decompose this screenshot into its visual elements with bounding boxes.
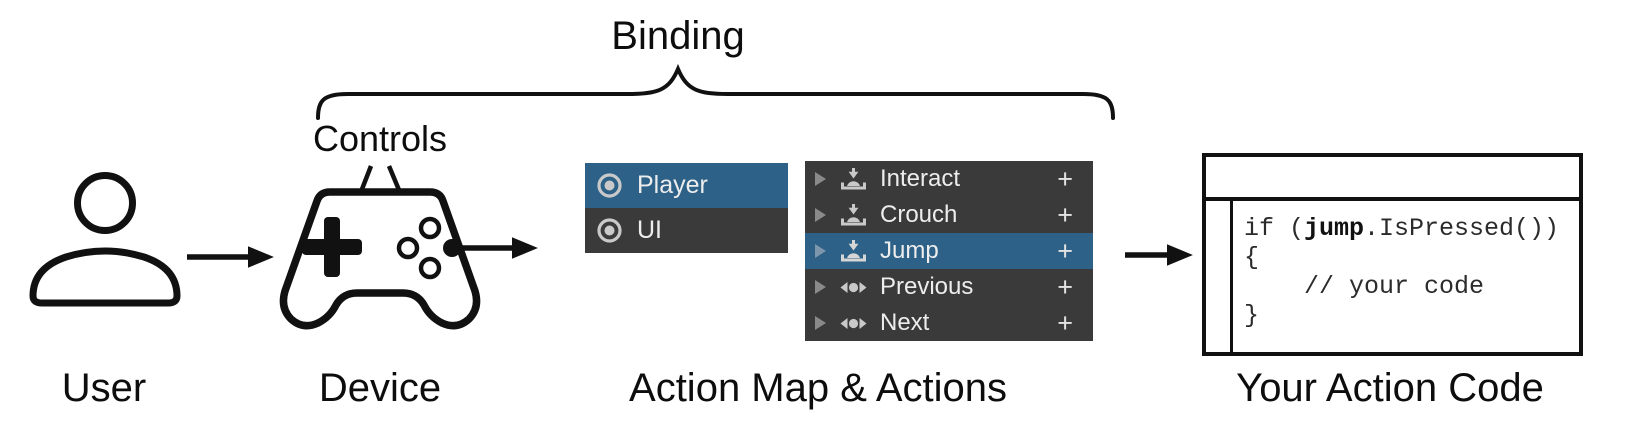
binding-label: Binding bbox=[611, 14, 745, 58]
code-gutter bbox=[1206, 201, 1233, 352]
action-label: Interact bbox=[880, 165, 961, 192]
action-map-icon bbox=[597, 218, 622, 243]
add-binding-button[interactable]: + bbox=[1057, 199, 1073, 230]
action-row-interact[interactable]: Interact + bbox=[805, 161, 1093, 197]
code-keyword-jump: jump bbox=[1304, 214, 1365, 243]
code-text: } bbox=[1244, 301, 1260, 330]
button-action-icon bbox=[841, 239, 866, 261]
dpad-icon bbox=[302, 217, 362, 277]
gamepad-device-icon bbox=[279, 188, 481, 330]
actions-panel: Interact + Crouch + Jump + bbox=[805, 161, 1093, 341]
action-label: Jump bbox=[880, 237, 939, 264]
foldout-triangle-icon bbox=[815, 244, 826, 258]
foldout-triangle-icon bbox=[815, 316, 826, 330]
action-map-label: Player bbox=[637, 171, 708, 199]
action-row-next[interactable]: Next + bbox=[805, 305, 1093, 341]
action-code-stage-label: Your Action Code bbox=[1236, 366, 1544, 410]
code-snippet: if (jump.IsPressed()) { // your code } bbox=[1233, 201, 1559, 352]
action-row-crouch[interactable]: Crouch + bbox=[805, 197, 1093, 233]
add-binding-button[interactable]: + bbox=[1057, 235, 1073, 266]
axis-action-icon bbox=[840, 317, 867, 329]
code-text: if ( bbox=[1244, 214, 1305, 243]
action-map-label: UI bbox=[637, 216, 662, 244]
action-label: Crouch bbox=[880, 201, 958, 228]
controls-label: Controls bbox=[312, 118, 448, 159]
action-label: Next bbox=[880, 309, 930, 336]
action-map-icon bbox=[597, 173, 622, 198]
add-binding-button[interactable]: + bbox=[1057, 163, 1073, 194]
action-map-stage-label: Action Map & Actions bbox=[629, 366, 1007, 410]
action-row-jump[interactable]: Jump + bbox=[805, 233, 1093, 269]
face-buttons-icon bbox=[396, 216, 461, 280]
foldout-triangle-icon bbox=[815, 208, 826, 222]
button-action-icon bbox=[841, 167, 866, 189]
add-binding-button[interactable]: + bbox=[1057, 271, 1073, 302]
device-stage-label: Device bbox=[318, 366, 442, 410]
code-window-titlebar bbox=[1206, 157, 1579, 201]
binding-brace-icon bbox=[316, 63, 1115, 120]
user-person-icon bbox=[29, 172, 181, 307]
button-action-icon bbox=[841, 203, 866, 225]
action-row-previous[interactable]: Previous + bbox=[805, 269, 1093, 305]
foldout-triangle-icon bbox=[815, 280, 826, 294]
code-comment: // your code bbox=[1244, 272, 1485, 301]
add-binding-button[interactable]: + bbox=[1057, 307, 1073, 338]
code-text: { bbox=[1244, 243, 1260, 272]
code-text: .IsPressed()) bbox=[1364, 214, 1560, 243]
action-map-panel: Player UI bbox=[585, 163, 788, 253]
action-map-row-player[interactable]: Player bbox=[585, 163, 788, 208]
user-stage-label: User bbox=[61, 366, 147, 410]
action-map-row-ui[interactable]: UI bbox=[585, 208, 788, 253]
axis-action-icon bbox=[840, 281, 867, 293]
foldout-triangle-icon bbox=[815, 172, 826, 186]
action-code-window: if (jump.IsPressed()) { // your code } bbox=[1202, 153, 1583, 356]
action-label: Previous bbox=[880, 273, 974, 300]
